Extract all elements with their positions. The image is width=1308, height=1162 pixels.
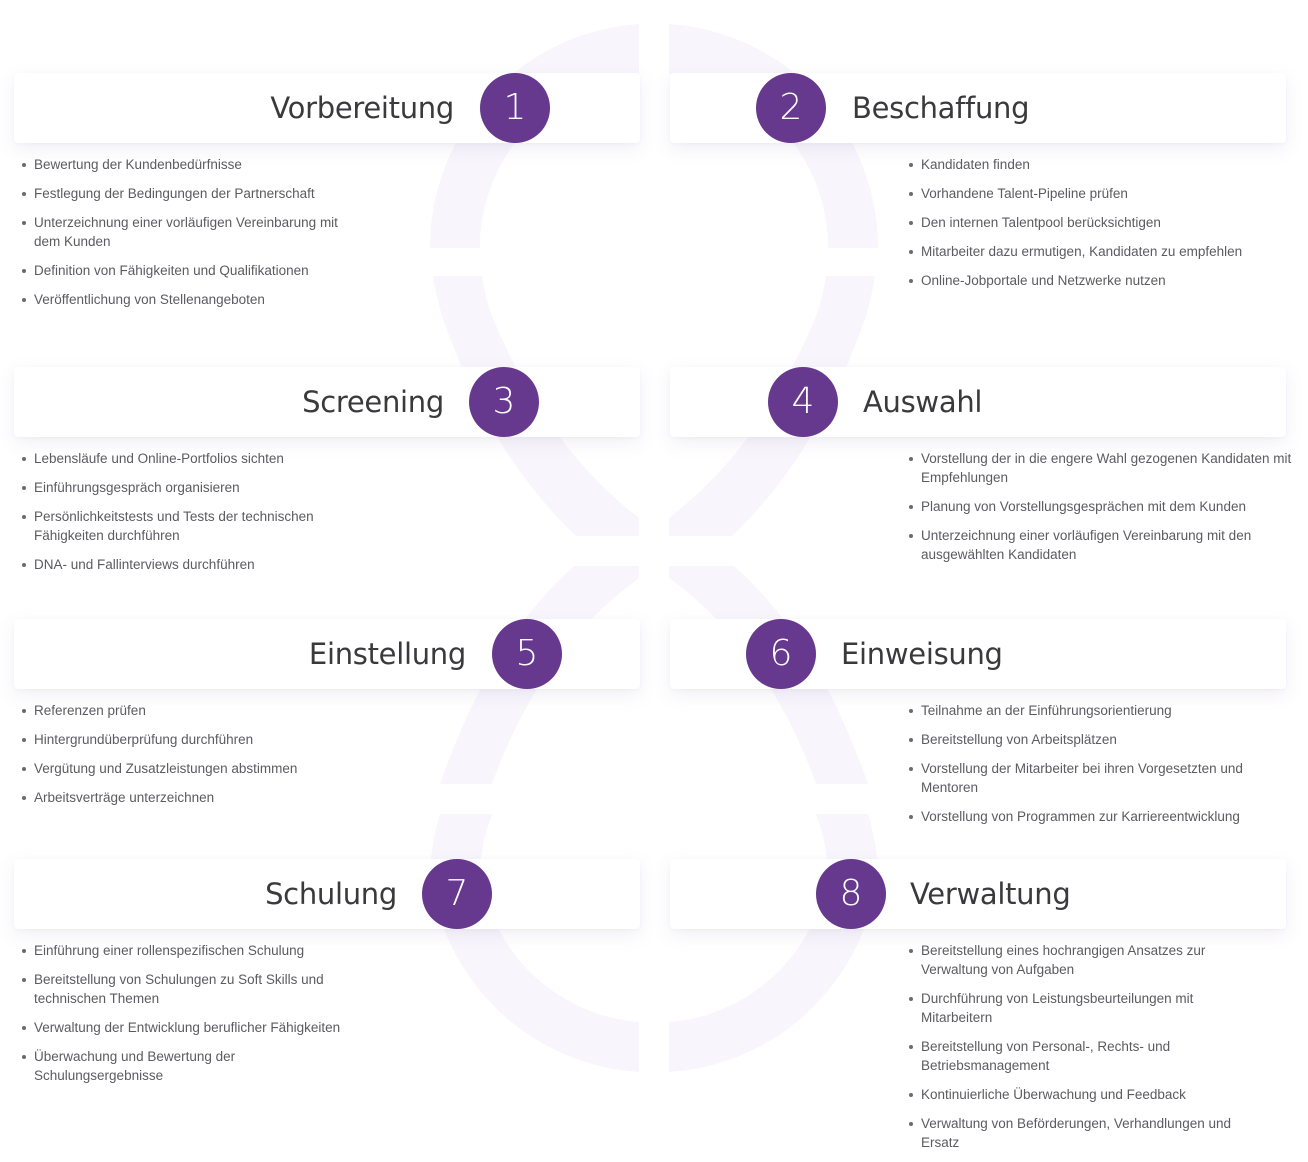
step-number-badge: 6 [746,619,816,689]
list-item: Teilnahme an der Einführungsorientierung [909,701,1279,720]
list-item: Unterzeichnung einer vorläufigen Vereinb… [22,213,342,251]
list-item: Veröffentlichung von Stellenangeboten [22,290,342,309]
list-item: Hintergrundüberprüfung durchführen [22,730,342,749]
step-7-list: Einführung einer rollenspezifischen Schu… [22,941,352,1095]
step-number-badge: 2 [756,73,826,143]
step-8-list: Bereitstellung eines hochrangigen Ansatz… [909,941,1239,1162]
ring-segment [816,276,875,316]
list-item: Verwaltung der Entwicklung beruflicher F… [22,1018,352,1037]
list-item: Bewertung der Kundenbedürfnisse [22,155,342,174]
step-number-badge: 8 [816,859,886,929]
list-item: Persönlichkeitstests und Tests der techn… [22,507,342,545]
list-item: Online-Jobportale und Netzwerke nutzen [909,271,1294,290]
step-title: Vorbereitung [270,91,454,125]
step-title: Einstellung [308,637,466,671]
step-title: Auswahl [863,385,983,419]
step-number-badge: 4 [768,367,838,437]
list-item: Bereitstellung von Arbeitsplätzen [909,730,1279,749]
step-6-list: Teilnahme an der Einführungsorientierung… [909,701,1279,836]
list-item: Arbeitsverträge unterzeichnen [22,788,342,807]
list-item: Mitarbeiter dazu ermutigen, Kandidaten z… [909,242,1294,261]
list-item: Vorstellung der Mitarbeiter bei ihren Vo… [909,759,1279,797]
list-item: Unterzeichnung einer vorläufigen Vereinb… [909,526,1294,564]
list-item: Kontinuierliche Überwachung und Feedback [909,1085,1239,1104]
step-4-header: Auswahl [670,367,1286,437]
step-3-list: Lebensläufe und Online-Portfolios sichte… [22,449,342,584]
list-item: Bereitstellung eines hochrangigen Ansatz… [909,941,1239,979]
step-3-header: Screening [14,367,640,437]
list-item: Überwachung und Bewertung der Schulungse… [22,1047,352,1085]
list-item: Festlegung der Bedingungen der Partnersc… [22,184,342,203]
list-item: Vergütung und Zusatzleistungen abstimmen [22,759,342,778]
list-item: Einführungsgespräch organisieren [22,478,342,497]
list-item: Den internen Talentpool berücksichtigen [909,213,1294,232]
step-title: Einweisung [841,637,1003,671]
list-item: Bereitstellung von Schulungen zu Soft Sk… [22,970,352,1008]
list-item: Lebensläufe und Online-Portfolios sichte… [22,449,342,468]
list-item: Definition von Fähigkeiten und Qualifika… [22,261,342,280]
list-item: Einführung einer rollenspezifischen Schu… [22,941,352,960]
step-number-badge: 7 [422,859,492,929]
list-item: Bereitstellung von Personal-, Rechts- un… [909,1037,1239,1075]
list-item: Verwaltung von Beförderungen, Verhandlun… [909,1114,1239,1152]
list-item: Referenzen prüfen [22,701,342,720]
list-item: Durchführung von Leistungsbeurteilungen … [909,989,1239,1027]
list-item: Vorhandene Talent-Pipeline prüfen [909,184,1294,203]
list-item: Vorstellung von Programmen zur Karrieree… [909,807,1279,826]
step-title: Beschaffung [852,91,1030,125]
step-4-list: Vorstellung der in die engere Wahl gezog… [909,449,1294,574]
list-item: DNA- und Fallinterviews durchführen [22,555,342,574]
step-title: Screening [302,385,444,419]
ring-segment [430,814,492,870]
step-7-header: Schulung [14,859,640,929]
list-item: Vorstellung der in die engere Wahl gezog… [909,449,1294,487]
ring-segment [433,276,492,316]
list-item: Kandidaten finden [909,155,1294,174]
step-number-badge: 5 [492,619,562,689]
step-number-badge: 3 [469,367,539,437]
step-8-header: Verwaltung [670,859,1286,929]
ring-segment [816,814,878,870]
step-number-badge: 1 [480,73,550,143]
list-item: Planung von Vorstellungsgesprächen mit d… [909,497,1294,516]
step-title: Schulung [265,877,397,911]
step-title: Verwaltung [910,877,1071,911]
